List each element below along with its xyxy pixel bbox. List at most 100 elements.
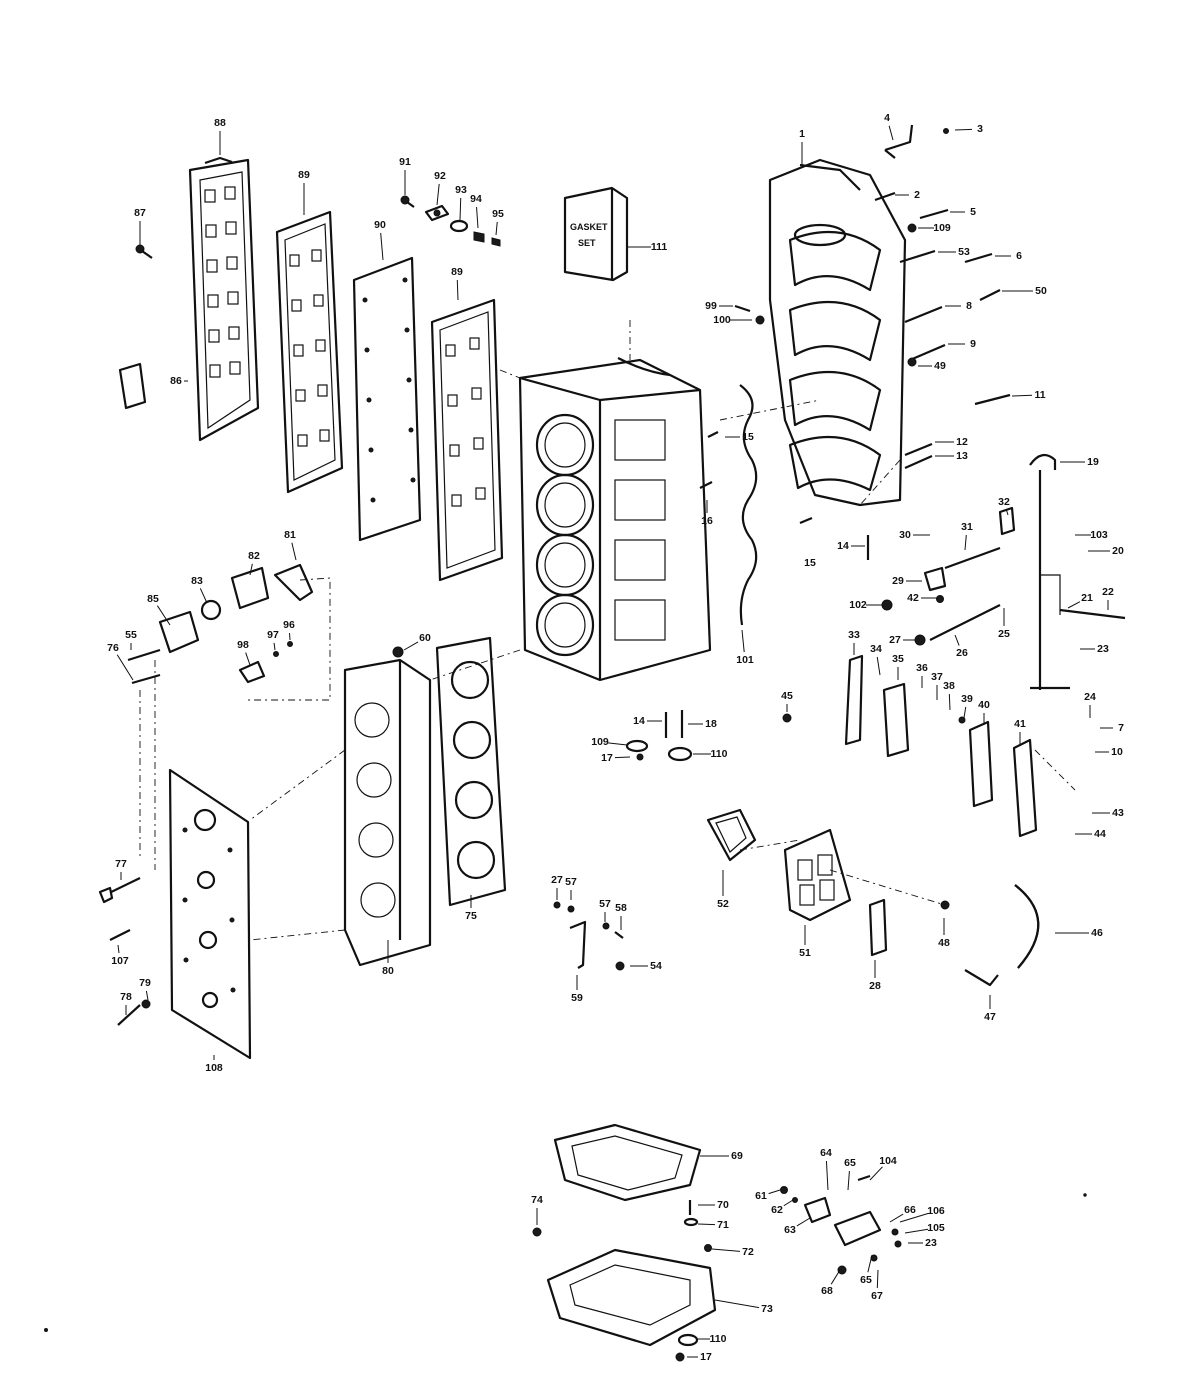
callout-31: 31 (961, 521, 973, 533)
callout-38: 38 (943, 680, 955, 692)
leader-31 (964, 534, 967, 551)
leader-26 (954, 634, 960, 646)
callout-94: 94 (470, 193, 482, 205)
bracket-101 (739, 384, 758, 626)
cover-plate-108 (168, 768, 252, 1060)
callout-99: 99 (705, 300, 717, 312)
crankcase-bolts (874, 191, 1011, 470)
callout-93: 93 (455, 184, 467, 196)
adapter-small-parts (532, 1200, 712, 1362)
screw-87 (135, 244, 153, 259)
callout-28: 28 (869, 980, 881, 992)
fuel-hose-46-47 (964, 884, 1040, 987)
callout-64: 64 (820, 1147, 832, 1159)
callout-3: 3 (977, 123, 983, 135)
callout-14a: 14 (837, 540, 849, 552)
gasket-52 (706, 808, 757, 862)
callout-41: 41 (1014, 718, 1026, 730)
stray-mark (44, 1328, 48, 1332)
callout-39: 39 (961, 693, 973, 705)
throttle-shaft (1029, 453, 1070, 690)
small-gasket-86 (118, 362, 147, 410)
callout-57b: 57 (599, 898, 611, 910)
leader-81 (291, 542, 297, 561)
callout-30: 30 (899, 529, 911, 541)
leader-32 (1005, 509, 1009, 516)
leader-17a (614, 756, 631, 759)
callout-48: 48 (938, 937, 950, 949)
callout-82: 82 (248, 550, 260, 562)
leader-65b (867, 1254, 873, 1273)
leader-109b (607, 742, 628, 746)
callout-60: 60 (419, 632, 431, 644)
callout-72: 72 (742, 1246, 754, 1258)
callout-69: 69 (731, 1150, 743, 1162)
gasket-box-label-1: GASKET (570, 222, 608, 232)
callout-9: 9 (970, 338, 976, 350)
callout-32: 32 (998, 496, 1010, 508)
bracket-59-parts (553, 901, 625, 971)
callout-53: 53 (958, 246, 970, 258)
callout-59: 59 (571, 992, 583, 1004)
callout-100: 100 (713, 314, 731, 326)
leader-94 (476, 206, 479, 229)
callout-46: 46 (1091, 927, 1103, 939)
callout-89b: 89 (451, 266, 463, 278)
callout-86: 86 (170, 375, 182, 387)
leader-105 (904, 1228, 929, 1234)
leader-11 (1011, 394, 1033, 397)
callout-75: 75 (465, 910, 477, 922)
callout-8: 8 (966, 300, 972, 312)
callout-52: 52 (717, 898, 729, 910)
callout-81: 81 (284, 529, 296, 541)
callout-21: 21 (1081, 592, 1093, 604)
callout-18: 18 (705, 718, 717, 730)
callout-95: 95 (492, 208, 504, 220)
callout-110b: 110 (710, 1333, 727, 1345)
callout-54: 54 (650, 960, 662, 972)
leader-97 (273, 642, 276, 651)
callout-79: 79 (139, 977, 151, 989)
cover-gasket-89a (275, 210, 344, 494)
callout-7: 7 (1118, 722, 1124, 734)
callout-111: 111 (651, 241, 668, 253)
callout-50: 50 (1035, 285, 1047, 297)
callout-15b: 15 (804, 557, 816, 569)
gasket-box-label-2: SET (578, 238, 596, 248)
intake-manifold-51 (783, 828, 852, 922)
callout-71: 71 (717, 1219, 729, 1231)
callout-17b: 17 (700, 1351, 712, 1363)
callout-43: 43 (1112, 807, 1124, 819)
callout-40: 40 (978, 699, 990, 711)
callout-51: 51 (799, 947, 811, 959)
callout-19: 19 (1087, 456, 1099, 468)
thermostat-group (127, 563, 314, 685)
leader-85 (156, 605, 171, 626)
gasket-set-box-111: GASKET SET (563, 186, 629, 282)
cover-gasket-89b (430, 298, 504, 582)
callout-102: 102 (849, 599, 867, 611)
callout-11: 11 (1034, 389, 1045, 401)
callout-109a: 109 (933, 222, 951, 234)
cylinder-block (518, 357, 712, 682)
callout-12: 12 (956, 436, 968, 448)
leader-104 (869, 1166, 883, 1181)
leader-90 (380, 232, 384, 261)
leader-21 (1067, 601, 1081, 609)
callout-47: 47 (984, 1011, 996, 1023)
leader-4 (888, 125, 894, 141)
leader-66 (889, 1213, 904, 1223)
callout-77: 77 (115, 858, 127, 870)
crankcase-1 (768, 158, 907, 507)
callout-110a: 110 (711, 748, 728, 760)
plug-60 (392, 646, 404, 658)
pin-3 (943, 128, 949, 134)
assembly-lines (139, 320, 1076, 941)
callout-106: 106 (927, 1205, 945, 1217)
callout-4: 4 (884, 112, 890, 124)
callout-5: 5 (970, 206, 976, 218)
clip-28 (868, 898, 888, 957)
leader-93 (459, 197, 462, 221)
callout-14b: 14 (633, 715, 645, 727)
